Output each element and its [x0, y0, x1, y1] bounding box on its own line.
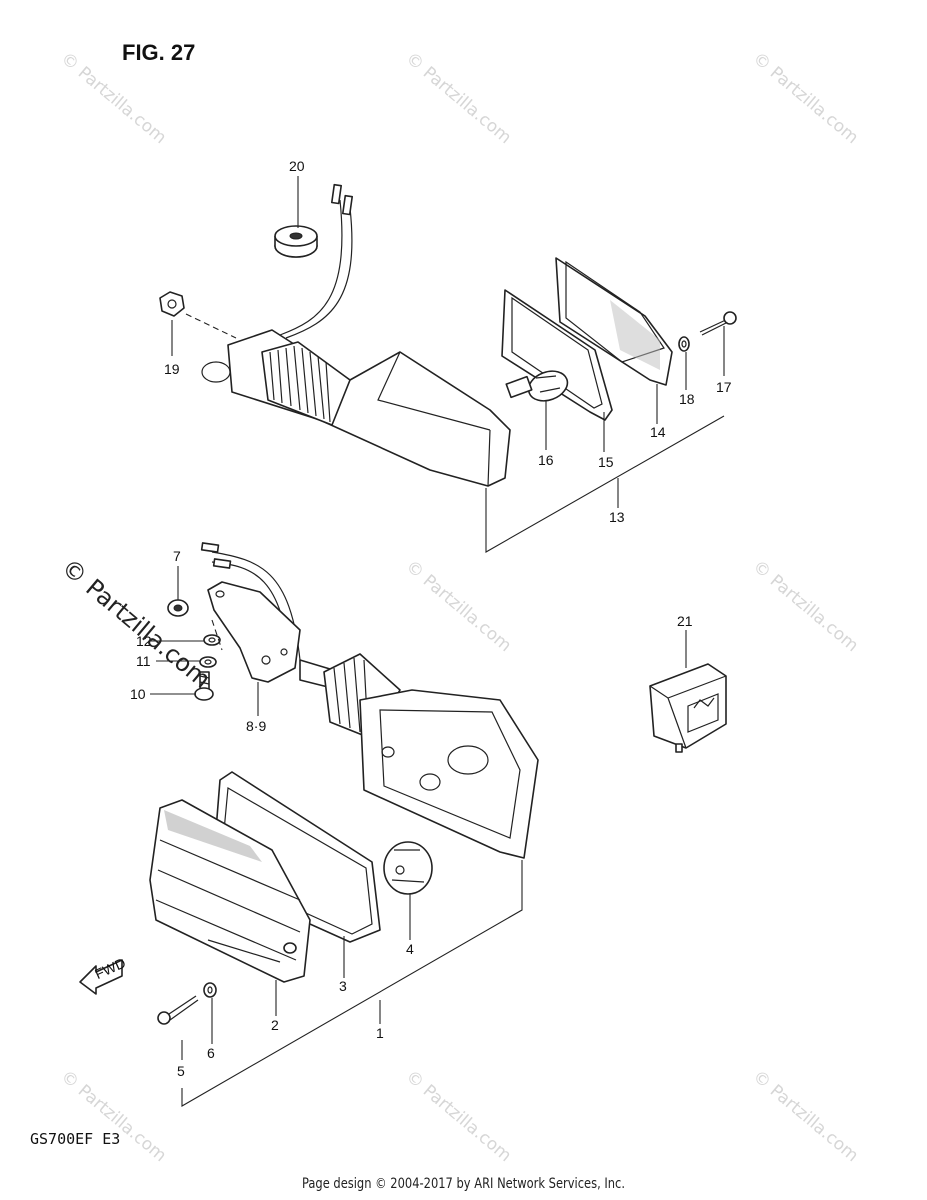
- callout-labels: 20 19 16 15 14 18 17 13 21 7 12 11 10 8·…: [130, 158, 732, 1079]
- callout-2: 2: [271, 1017, 279, 1033]
- upper-turn-signal-assembly: [159, 183, 737, 487]
- callout-15: 15: [598, 454, 614, 470]
- callout-18: 18: [679, 391, 695, 407]
- callout-4: 4: [406, 941, 414, 957]
- callout-10: 10: [130, 686, 146, 702]
- callout-7: 7: [173, 548, 181, 564]
- forward-arrow-icon: FWD: [79, 955, 128, 995]
- callout-12: 12: [136, 633, 152, 649]
- lower-lens: [149, 799, 311, 983]
- callout-8-9: 8·9: [246, 718, 266, 734]
- upper-screw: [699, 311, 737, 336]
- callout-17: 17: [716, 379, 732, 395]
- watermark: © Partzilla.com: [749, 557, 862, 657]
- callout-19: 19: [164, 361, 180, 377]
- callout-14: 14: [650, 424, 666, 440]
- watermark: © Partzilla.com: [57, 49, 170, 149]
- footer-copyright: Page design © 2004-2017 by ARI Network S…: [301, 1176, 626, 1192]
- callout-1: 1: [376, 1025, 384, 1041]
- lower-bulb: [383, 841, 433, 895]
- callout-5: 5: [177, 1063, 185, 1079]
- watermark-prominent: © Partzilla.com: [56, 553, 216, 693]
- callout-16: 16: [538, 452, 554, 468]
- leader-lines: [150, 176, 725, 1107]
- watermark: © Partzilla.com: [57, 1067, 170, 1167]
- upper-bulb: [505, 370, 569, 402]
- callout-3: 3: [339, 978, 347, 994]
- nut-7: [167, 599, 189, 617]
- callout-6: 6: [207, 1045, 215, 1061]
- model-label: GS700EF E3: [30, 1130, 121, 1148]
- lower-screw: [157, 995, 199, 1025]
- callout-20: 20: [289, 158, 305, 174]
- watermark: © Partzilla.com: [749, 49, 862, 149]
- grommet-20: [274, 225, 318, 258]
- callout-11: 11: [136, 653, 151, 669]
- nut-19: [159, 291, 185, 317]
- callout-21: 21: [677, 613, 693, 629]
- flasher-relay: [649, 663, 727, 753]
- bolt-10: [194, 671, 214, 701]
- watermark: © Partzilla.com: [749, 1067, 862, 1167]
- upper-rubber-boot: [261, 341, 351, 426]
- watermark: © Partzilla.com: [402, 1067, 515, 1167]
- watermark: © Partzilla.com: [402, 49, 515, 149]
- figure-title: FIG. 27: [122, 40, 196, 65]
- bracket-8-9: [207, 581, 301, 683]
- callout-13: 13: [609, 509, 625, 525]
- watermark: © Partzilla.com: [402, 557, 515, 657]
- lower-turn-signal-assembly: [149, 542, 539, 1025]
